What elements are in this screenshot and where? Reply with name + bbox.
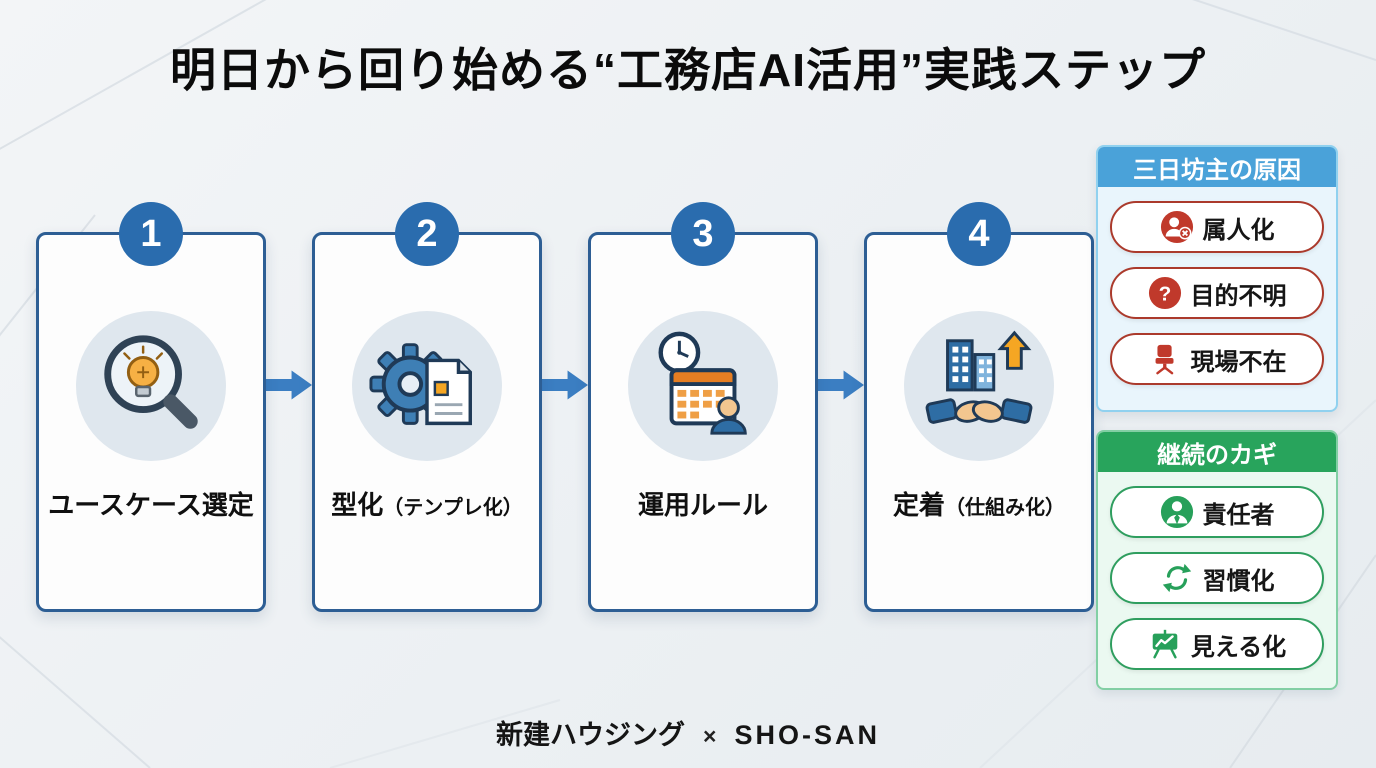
step-4-label: 定着（仕組み化）: [892, 490, 1065, 520]
calendar-clock-person-icon: [628, 311, 778, 461]
cross-separator: ×: [703, 723, 717, 749]
person-x-icon: [1160, 210, 1194, 244]
keys-panel-body: 責任者 習慣化: [1098, 472, 1336, 684]
step-2-number-badge: 2: [395, 202, 459, 266]
question-icon: ?: [1148, 276, 1182, 310]
key-item-habit: 習慣化: [1110, 552, 1324, 604]
cause-item-unclear-purpose: ? 目的不明: [1110, 267, 1324, 319]
step-1-number-badge: 1: [119, 202, 183, 266]
step-card-2: 2: [312, 202, 542, 612]
flow-arrow-icon: [542, 368, 588, 402]
causes-panel-body: 属人化 ? 目的不明: [1098, 187, 1336, 399]
causes-panel: 三日坊主の原因 属人化 ?: [1096, 145, 1338, 412]
step-card-3: 3 運用: [588, 202, 818, 612]
cause-item-personalization: 属人化: [1110, 201, 1324, 253]
footer-brands: 新建ハウジング × SHO-SAN: [0, 713, 1376, 752]
person-tie-icon: [1160, 495, 1194, 529]
flow-arrow-icon: [818, 368, 864, 402]
key-item-owner: 責任者: [1110, 486, 1324, 538]
step-card-4: 4: [864, 202, 1094, 612]
cause-item-absent-from-site: 現場不在: [1110, 333, 1324, 385]
step-1-label: ユースケース選定: [48, 490, 254, 520]
brand-sho-san: SHO-SAN: [734, 720, 880, 750]
magnifier-lightbulb-icon: [76, 311, 226, 461]
key-item-visualization: 見える化: [1110, 618, 1324, 670]
page-title: 明日から回り始める“工務店AI活用”実践ステップ: [170, 44, 1206, 96]
keys-panel: 継続のカギ 責任者: [1096, 430, 1338, 690]
step-3-number-badge: 3: [671, 202, 735, 266]
step-4-number-badge: 4: [947, 202, 1011, 266]
step-3-label: 運用ルール: [637, 490, 768, 520]
handshake-growth-icon: [904, 311, 1054, 461]
cycle-arrows-icon: [1160, 561, 1194, 595]
steps-flow: 1 ユースケース選定 2: [36, 202, 1094, 612]
step-2-label: 型化（テンプレ化）: [331, 490, 523, 520]
keys-panel-title: 継続のカギ: [1098, 432, 1336, 472]
gear-document-icon: [352, 311, 502, 461]
flow-arrow-icon: [266, 368, 312, 402]
brand-shinken-housing: 新建ハウジング: [496, 720, 686, 750]
svg-text:?: ?: [1158, 283, 1171, 306]
step-card-1: 1 ユースケース選定: [36, 202, 266, 612]
chart-board-icon: [1148, 627, 1182, 661]
causes-panel-title: 三日坊主の原因: [1098, 147, 1336, 187]
empty-chair-icon: [1148, 342, 1182, 376]
